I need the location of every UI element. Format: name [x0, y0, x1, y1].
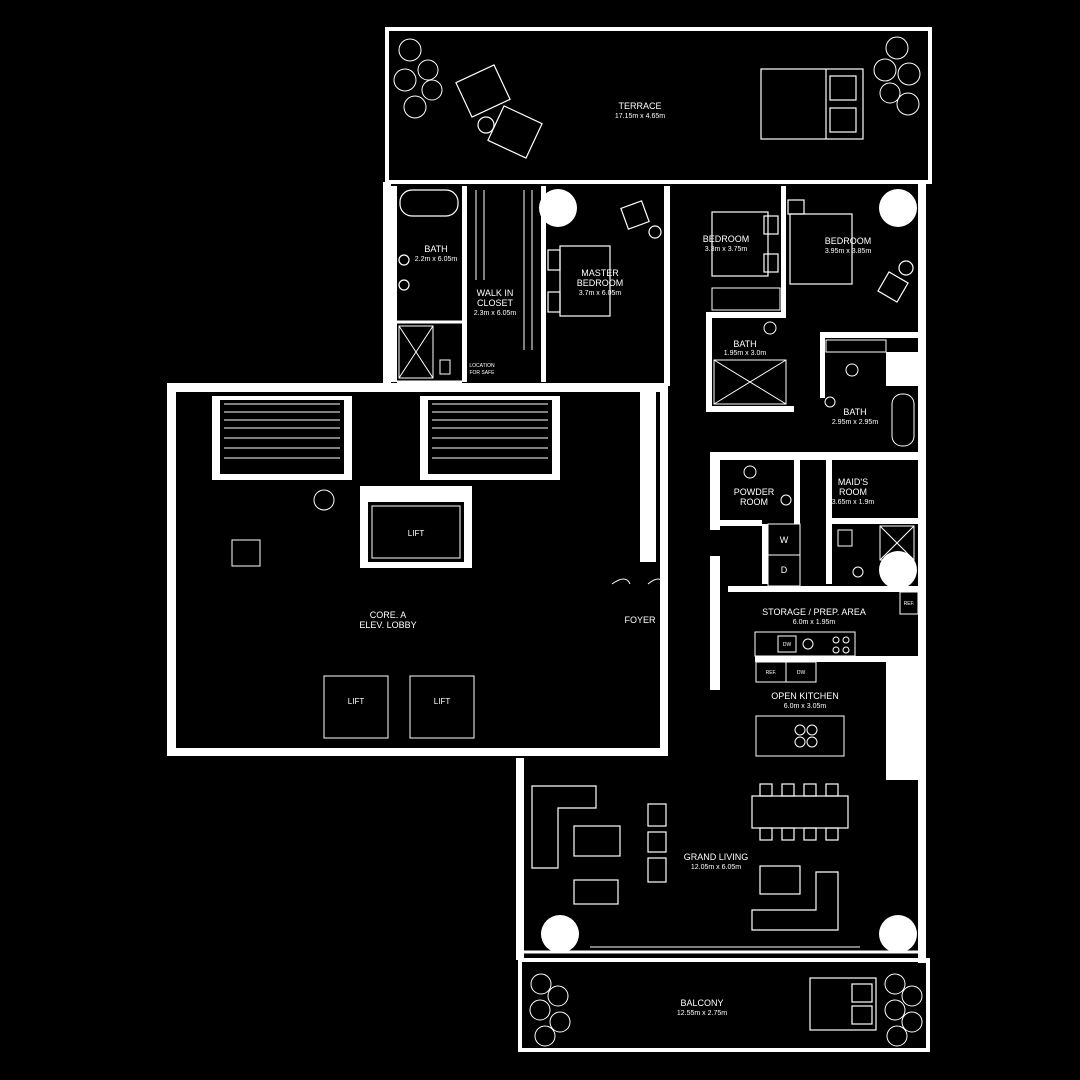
master-bed: [547, 245, 611, 317]
exterior-walls: [383, 183, 926, 963]
balcony-label: BALCONY: [680, 998, 723, 1008]
terrace-label: TERRACE: [618, 101, 661, 111]
kitchen-label: OPEN KITCHEN: [771, 691, 839, 701]
balcony-area: BALCONY 12.55m x 2.75m: [518, 958, 930, 1052]
powder-room-label-2: ROOM: [740, 497, 768, 507]
living-label: GRAND LIVING: [684, 852, 749, 862]
bedroom3-column: [879, 189, 917, 227]
bedroom2-bed: [711, 211, 779, 277]
kitchen-dw-label: DW: [797, 670, 806, 676]
bedroom2-dimensions: 3.3m x 3.75m: [705, 246, 748, 253]
master-bedroom-label-2: BEDROOM: [577, 278, 624, 288]
master-bath-label: BATH: [424, 244, 447, 254]
master-armchair: [620, 200, 662, 239]
terrace-lounge-chairs: [455, 64, 543, 159]
prep-counter: [754, 631, 856, 657]
living-column-left: [541, 915, 579, 953]
closet-label-1: WALK IN: [477, 288, 514, 298]
bedroom3-label: BEDROOM: [825, 236, 872, 246]
bath2-label: BATH: [733, 339, 756, 349]
storage-ref-label: REF.: [904, 601, 915, 607]
storage-dimensions: 6.0m x 1.95m: [793, 619, 836, 626]
powder-room-fixtures: [743, 465, 792, 506]
bath3-label: BATH: [843, 407, 866, 417]
kitchen-dimensions: 6.0m x 3.05m: [784, 703, 827, 710]
maids-room-label-2: ROOM: [839, 487, 867, 497]
closet-label-2: CLOSET: [477, 298, 514, 308]
passenger-lift-2-label: LIFT: [434, 697, 451, 706]
maids-fixtures: [837, 525, 915, 578]
terrace-daybed: [760, 68, 864, 140]
master-bath-dimensions: 2.2m x 6.05m: [415, 256, 458, 263]
maids-room-label-1: MAID'S: [838, 477, 868, 487]
bedroom2-wardrobe: [711, 287, 781, 311]
core-a: LIFT LIFT LIFT CORE. A ELEV. LOBBY: [167, 383, 668, 756]
master-shower: [398, 325, 451, 379]
core-lobby-label-1: CORE. A: [370, 610, 407, 620]
bedroom3-dimensions: 3.95m x 3.85m: [825, 248, 871, 255]
core-stair-left: [212, 396, 352, 480]
terrace-dimensions: 17.15m x 4.65m: [615, 113, 665, 120]
balcony-palm-left: [529, 973, 571, 1047]
kitchen-counter: [755, 661, 817, 683]
service-zone: POWDER ROOM MAID'S ROOM 3.65m x 1.9m W D…: [710, 452, 919, 690]
kitchen-tall-unit: [886, 734, 918, 780]
dryer-label: D: [781, 565, 788, 575]
maids-room-dimensions: 3.65m x 1.9m: [832, 499, 875, 506]
foyer-label: FOYER: [624, 615, 656, 625]
foyer-area: FOYER: [596, 578, 665, 660]
bedroom3-wardrobe: [825, 339, 887, 353]
bath3-dimensions: 2.95m x 2.95m: [832, 419, 878, 426]
master-column: [539, 189, 577, 227]
master-wing: BATH 2.2m x 6.05m WALK IN CLOSET 2.3m x …: [391, 186, 670, 386]
core-stair-right: [420, 396, 560, 480]
terrace-palm-right: [873, 36, 921, 116]
master-bedroom-dimensions: 3.7m x 6.05m: [579, 290, 622, 297]
balcony-palm-right: [884, 973, 923, 1047]
master-bedroom-label-1: MASTER: [581, 268, 619, 278]
kitchen-living: REF. DW OPEN KITCHEN 6.0m x 3.05m: [531, 661, 918, 953]
bedroom2-label: BEDROOM: [703, 234, 750, 244]
bedroom3-bed: [787, 199, 914, 303]
bedroom-wing: BEDROOM 3.3m x 3.75m BEDROOM 3.95m x 3.8…: [703, 186, 918, 460]
safe-label-2: FOR SAFE: [469, 370, 495, 376]
dining-table: [751, 783, 849, 841]
master-bathtub: [399, 189, 459, 217]
powder-room-label-1: POWDER: [734, 487, 775, 497]
closet-dimensions: 2.3m x 6.05m: [474, 310, 517, 317]
balcony-daybed: [809, 977, 877, 1031]
living-sofa-right: [751, 865, 839, 931]
living-column-right: [879, 915, 917, 953]
passenger-lift-1-label: LIFT: [348, 697, 365, 706]
closet-rails: [475, 190, 533, 350]
balcony-dimensions: 12.55m x 2.75m: [677, 1010, 727, 1017]
living-dimensions: 12.05m x 6.05m: [691, 864, 741, 871]
terrace-area: TERRACE 17.15m x 4.65m: [383, 27, 932, 184]
kitchen-cabinet: [886, 662, 918, 740]
living-sofa-left: [531, 785, 667, 905]
bath2-dimensions: 1.95m x 3.0m: [724, 350, 767, 357]
prep-counter-fixtures: [777, 635, 850, 654]
bath2-fixtures: [713, 321, 787, 405]
service-lift: [360, 486, 472, 568]
terrace-palm-left: [393, 38, 443, 119]
master-basins: [398, 254, 410, 291]
prep-dw-label: DW: [783, 642, 792, 648]
service-lift-label: LIFT: [408, 529, 425, 538]
core-lobby-label-2: ELEV. LOBBY: [359, 620, 416, 630]
bath3-fixtures: [824, 363, 915, 447]
passenger-lift-1: [318, 668, 394, 746]
passenger-lift-2: [404, 668, 480, 746]
kitchen-ref-label: REF.: [766, 670, 777, 676]
washer-label: W: [780, 535, 789, 545]
storage-label: STORAGE / PREP. AREA: [762, 607, 866, 617]
kitchen-island: [755, 715, 845, 757]
safe-label-1: LOCATION: [469, 363, 495, 369]
